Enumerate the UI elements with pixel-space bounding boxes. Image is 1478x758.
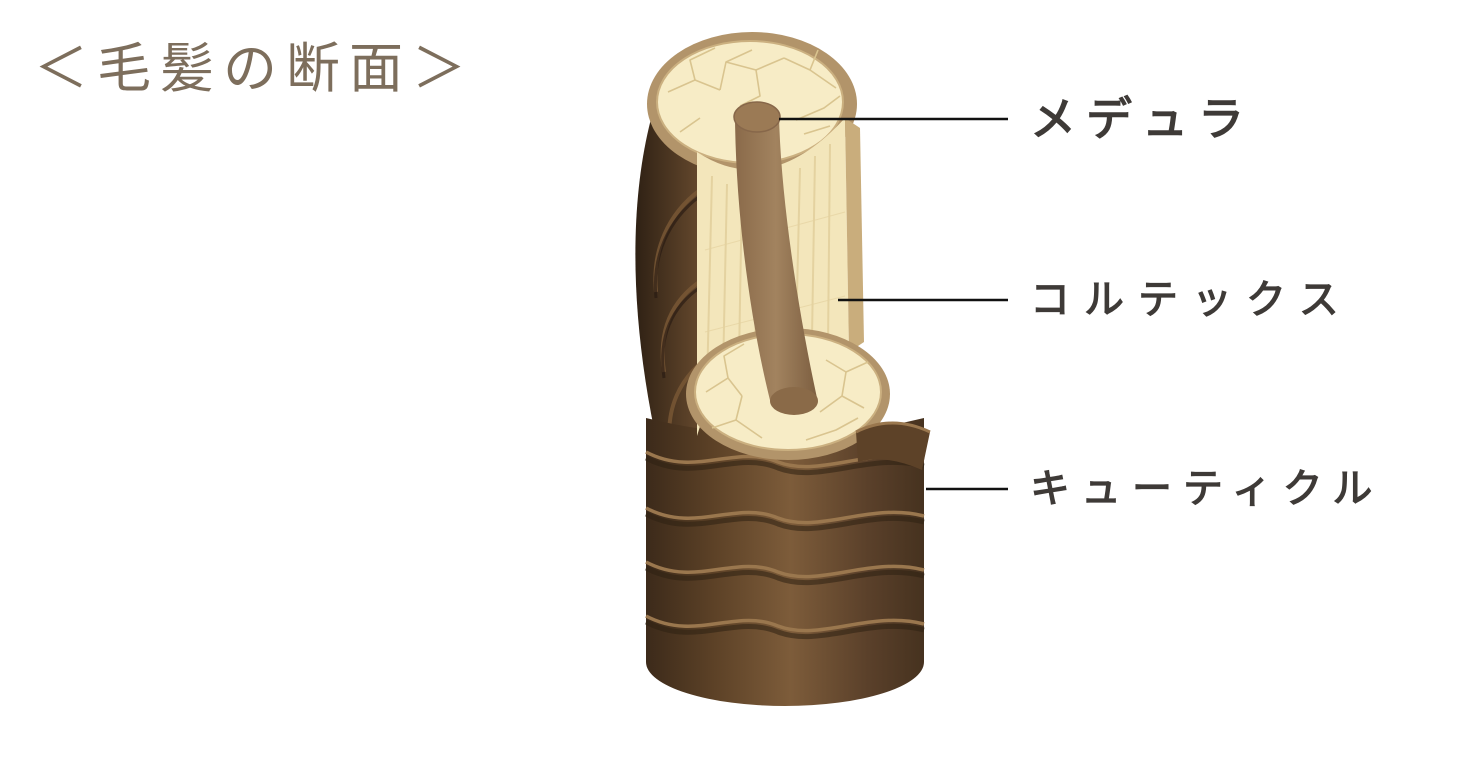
cuticle-scale-tip: [855, 421, 931, 470]
leader-lines: [779, 117, 1008, 491]
label-medulla: メデュラ: [1030, 93, 1254, 145]
top-cell-pattern: [667, 47, 841, 135]
cuticle-lower-shaft: [644, 418, 925, 706]
middle-cell-pattern: [705, 343, 869, 441]
page-title: ＜毛髪の断面＞: [34, 39, 475, 99]
label-cortex: コルテックス: [1030, 278, 1353, 322]
cuticle-upper-wall: [635, 115, 708, 452]
medulla-top-dot: [733, 101, 781, 133]
medulla-core: [733, 101, 818, 415]
label-cuticle: キューティクル: [1030, 467, 1384, 511]
